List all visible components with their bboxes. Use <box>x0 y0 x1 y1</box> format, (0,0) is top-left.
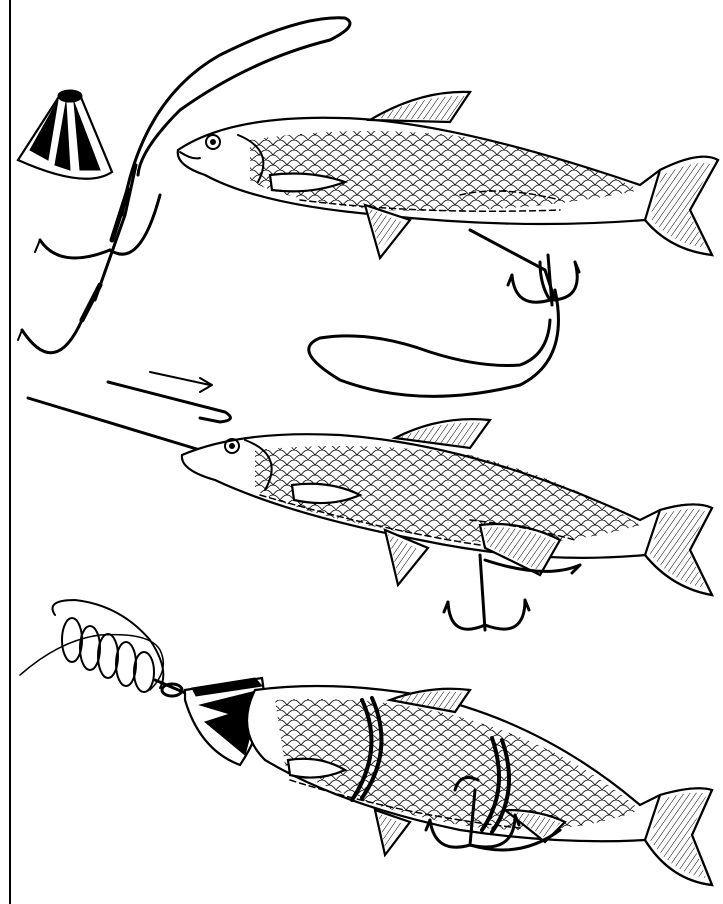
baiting-needle-icon <box>28 372 230 450</box>
panel-1 <box>18 18 718 397</box>
treble-hook-icon <box>444 555 580 630</box>
panel-2 <box>28 372 712 630</box>
wire-leader-loop-icon <box>309 230 559 396</box>
cone-sinker-icon <box>18 90 112 179</box>
panel-3 <box>20 600 712 885</box>
treble-hook-icon <box>508 255 579 305</box>
fish-icon <box>247 686 712 885</box>
fish-icon <box>182 419 712 595</box>
fish-icon <box>178 92 718 258</box>
coiled-line-icon <box>20 600 190 696</box>
